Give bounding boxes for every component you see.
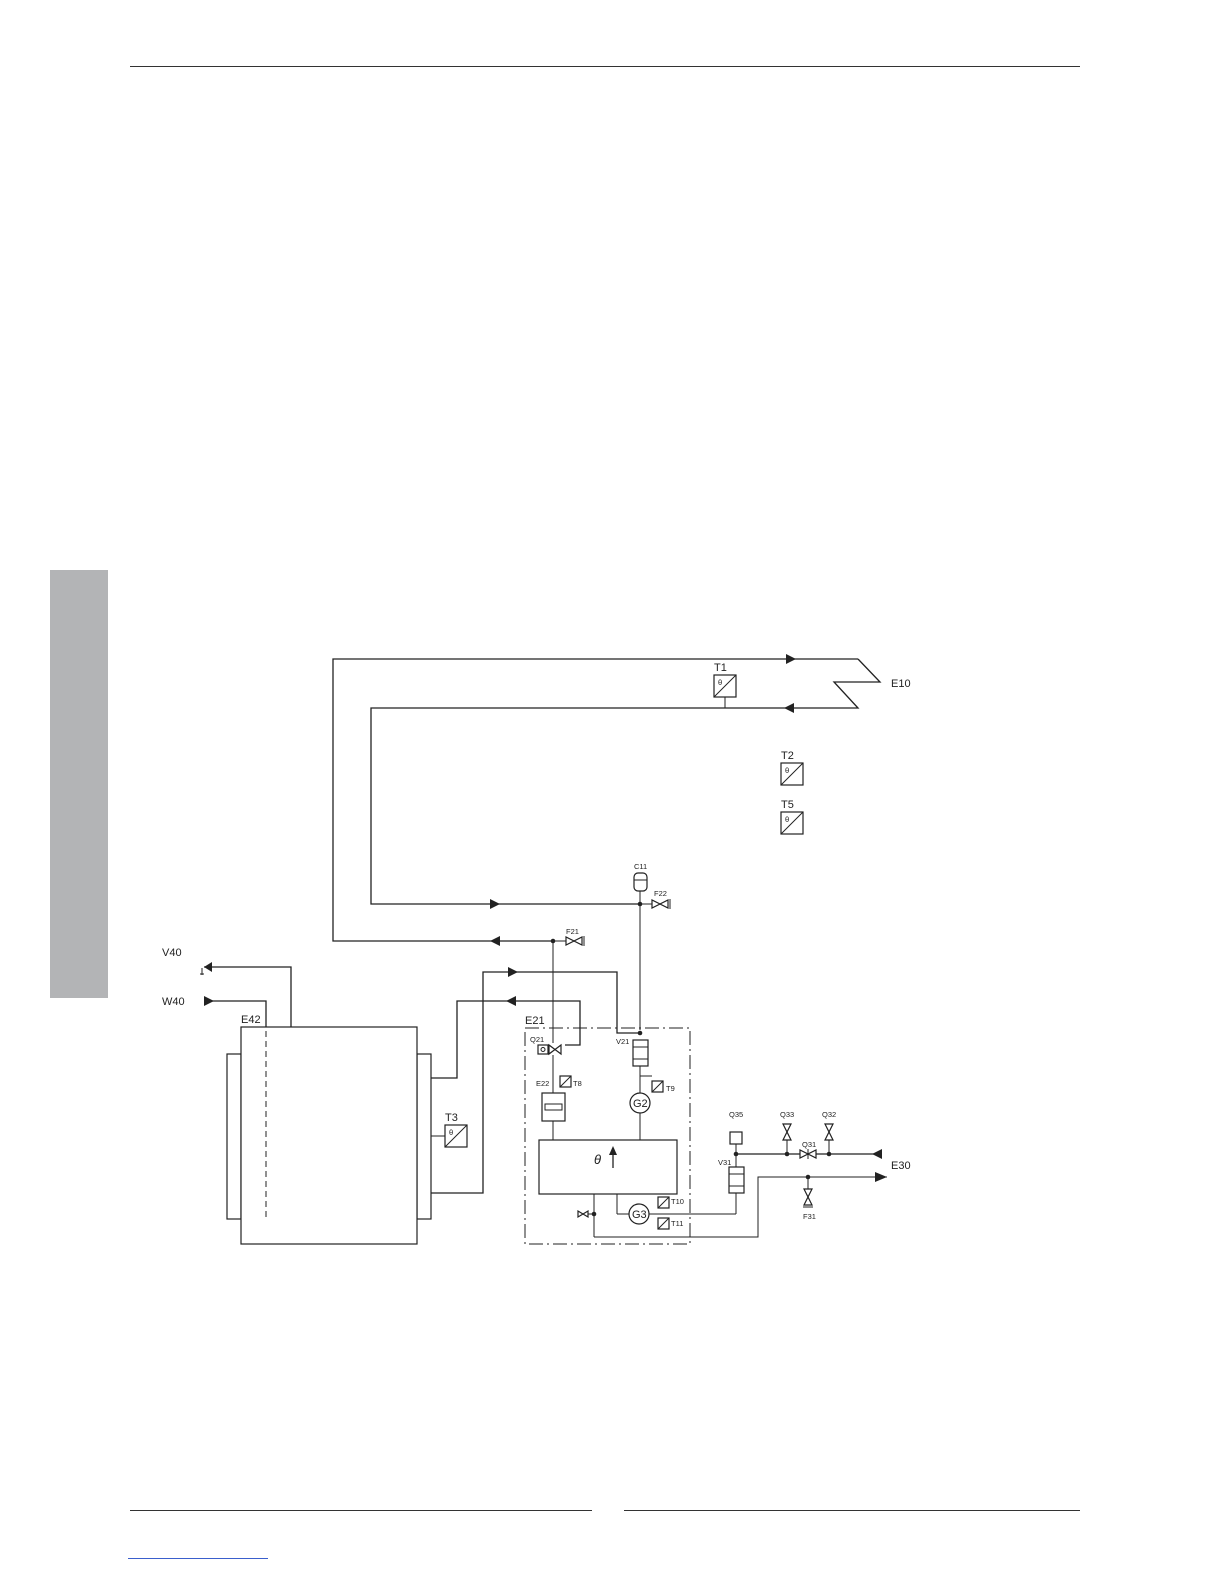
label-t5: T5 (781, 799, 794, 811)
label-e21: E21 (525, 1015, 545, 1027)
label-v31: V31 (718, 1158, 731, 1167)
svg-text:θ: θ (785, 766, 789, 775)
component-q35: Q35 (729, 1110, 743, 1144)
label-t9: T9 (666, 1084, 675, 1093)
label-q35: Q35 (729, 1110, 743, 1119)
label-q21: Q21 (530, 1035, 544, 1044)
label-e42: E42 (241, 1014, 261, 1026)
valve-f31: F31 (803, 1175, 816, 1221)
sensor-t3: θ T3 (431, 1112, 467, 1147)
safety-valve-f21: F21 (551, 927, 584, 946)
label-g3: G3 (632, 1209, 647, 1221)
label-t3: T3 (445, 1112, 458, 1124)
sensor-t2: θ T2 (781, 750, 803, 785)
sensor-t10: T10 (658, 1197, 684, 1208)
domestic-water-connections: V40 W40 (162, 947, 291, 1040)
storage-tank-e42: E42 (227, 1001, 431, 1244)
label-q33: Q33 (780, 1110, 794, 1119)
sensor-t8: T8 (560, 1076, 582, 1088)
heat-pump-module: θ (539, 1140, 677, 1194)
sensor-t9: T9 (640, 1076, 675, 1093)
flow-arrow (786, 654, 796, 664)
flow-arrow (490, 936, 500, 946)
label-q32: Q32 (822, 1110, 836, 1119)
circulation-pump-g2: G2 (630, 1093, 650, 1140)
label-t11: T11 (671, 1219, 683, 1228)
label-e30: E30 (891, 1160, 911, 1172)
sensor-t5: θ T5 (781, 799, 803, 834)
safety-valve-f22: F22 (640, 889, 670, 909)
expansion-vessel-c11: C11 (634, 862, 647, 1030)
label-e10: E10 (891, 678, 911, 690)
valve-q32: Q32 (822, 1110, 836, 1154)
svg-text:θ: θ (785, 815, 789, 824)
valve-q31: Q31 (800, 1140, 816, 1159)
label-w40: W40 (162, 996, 185, 1008)
sensor-t11: T11 (658, 1218, 683, 1229)
label-t2: T2 (781, 750, 794, 762)
svg-text:θ: θ (449, 1128, 453, 1137)
label-e22: E22 (536, 1079, 549, 1088)
svg-text:θ: θ (718, 678, 722, 687)
label-q31: Q31 (802, 1140, 816, 1149)
label-c11: C11 (634, 862, 647, 871)
label-v21: V21 (616, 1037, 629, 1046)
heating-circuit-e10: E10 (333, 654, 911, 946)
label-t1: T1 (714, 662, 727, 674)
label-t8: T8 (573, 1079, 582, 1088)
supply-line-e30: E30 (734, 1149, 911, 1172)
label-t10: T10 (671, 1197, 684, 1206)
label-f31: F31 (803, 1212, 816, 1221)
valve-q33: Q33 (780, 1110, 794, 1154)
label-g2: G2 (633, 1098, 648, 1110)
sensor-t1: θ T1 (714, 662, 736, 708)
label-f21: F21 (566, 927, 579, 936)
theta-symbol: θ (594, 1152, 601, 1167)
label-v40: V40 (162, 947, 182, 959)
flow-arrow (784, 703, 794, 713)
flow-sensor-v21: V21 (616, 1031, 648, 1094)
label-f22: F22 (654, 889, 667, 898)
flow-arrow (490, 899, 500, 909)
